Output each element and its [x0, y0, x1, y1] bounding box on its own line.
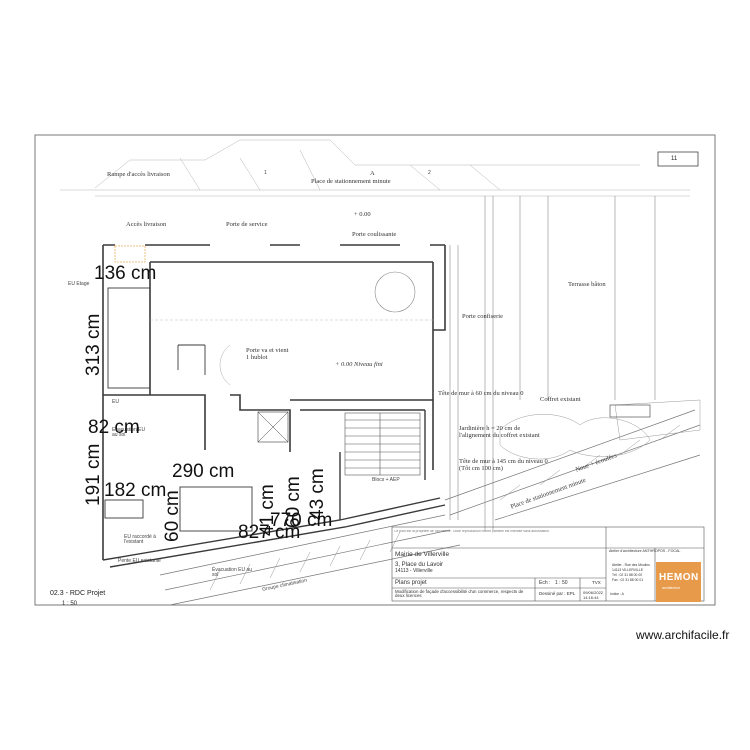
lower-walls [102, 410, 446, 568]
sheet-label: 02.3 - RDC Projet [50, 590, 106, 597]
label-tete-mur-1: Tête de mur à 60 cm du niveau 0 [438, 390, 524, 397]
architect-line-3: Tél : 02 31 88 00 00 [612, 573, 643, 577]
title-block-architect-title: Atelier d'architecture ANTHROPOS - FOCAL [609, 549, 681, 553]
roof-lines [60, 139, 690, 197]
scale-label: 1 : 50 [62, 601, 78, 607]
title-block-phase: TVX [592, 580, 601, 585]
building-walls [102, 244, 446, 560]
architect-line-4: Fax : 02 31 88 00 01 [612, 578, 644, 582]
title-block-indice: Indice : A [610, 592, 624, 596]
title-block-date: 09/06/2022 [583, 590, 604, 595]
label-num-2: 2 [428, 170, 431, 176]
label-jardiniere: Jardinière h = 20 cm de l'alignement du … [459, 425, 540, 439]
label-porte-battante: Porte va et vient 1 hublot [246, 347, 289, 361]
title-block-frame [391, 526, 705, 602]
access-hatch [114, 245, 146, 263]
title-block-client: Mairie de Villerville [395, 551, 450, 558]
stairs [344, 412, 421, 476]
label-evac-eu-bottom: Évacuation EU au sol [212, 567, 253, 578]
dimension-60-a: 60 cm [162, 490, 183, 542]
label-coffret: Coffret existant [540, 396, 581, 403]
title-block-notice: Ce plan est la propriété de l'architecte… [394, 530, 550, 533]
label-terrasse: Terrasse bâton [568, 281, 606, 288]
street-curbs [159, 409, 701, 606]
dimension-136: 136 cm [94, 263, 157, 284]
title-block-doc-title: Plans projet [395, 580, 427, 586]
dimension-191: 191 cm [83, 443, 104, 506]
label-rampe: Rampe d'accès livraison [107, 171, 170, 178]
title-block-description: Modification de façade d'accessibilité d… [395, 589, 524, 599]
label-pac: Blocs + AEP [372, 477, 400, 483]
label-tete-mur-2: Tête de mur à 145 cm du niveau 0 (Tôt cm… [459, 458, 548, 472]
sidewalk-hatch [209, 424, 681, 591]
logo-text: HEMON [659, 572, 699, 583]
label-pente: Pente EU existante [118, 558, 161, 564]
label-sol-fini: + 0.00 Niveau fini [335, 361, 383, 368]
title-block-drawn: Dessiné par : EPL [539, 591, 576, 596]
label-evac-eu: Evacuation EU au sol [112, 427, 146, 438]
label-porte-confiserie: Porte confiserie [462, 313, 503, 320]
title-block-address-1: 3, Place du Lavoir [395, 562, 444, 568]
dimension-770: 770 cm [270, 510, 333, 531]
label-eu: EU [112, 399, 119, 405]
label-porte-coulissante: Porte coulissante [352, 231, 397, 238]
title-block-ech-value: 1 : 50 [555, 580, 568, 586]
label-niveau-top: + 0.00 [354, 211, 371, 218]
label-porte-service: Porte de service [226, 221, 268, 228]
interior-elements [104, 271, 433, 532]
label-eu-etage: EU Etage [68, 281, 90, 287]
dimension-82: 82 cm [88, 417, 140, 438]
label-num-1: 1 [264, 170, 267, 176]
title-block-time: 14:16:44 [583, 595, 599, 600]
architect-line-1: Atelier - Rue des Moulins [612, 563, 650, 567]
sheet-frame [34, 134, 716, 606]
coffret-box [609, 404, 651, 418]
title-block-address-2: 14113 - Villerville [395, 568, 433, 574]
label-eu-raccord: EU raccordé à l'existant [124, 534, 156, 545]
hemon-logo: HEMON architecture [656, 562, 701, 602]
label-letter-a: A [370, 170, 375, 177]
title-block-ech-label: Ech : [539, 580, 551, 586]
architect-line-2: 14113 VILLERVILLE [612, 568, 643, 572]
page-number: 11 [671, 156, 678, 162]
dimension-182: 182 cm [104, 480, 167, 501]
dimension-313: 313 cm [83, 313, 104, 376]
label-acces-livraison: Accès livraison [126, 221, 167, 228]
watermark: www.archifacile.fr [636, 628, 730, 642]
dimension-290: 290 cm [172, 461, 235, 482]
logo-sub: architecture [662, 586, 681, 590]
dimension-827: 827 cm [238, 522, 301, 543]
page-number-box [657, 151, 699, 167]
terrace-lines [449, 196, 656, 530]
label-stationnement-top: Place de stationnement minute [311, 178, 391, 185]
